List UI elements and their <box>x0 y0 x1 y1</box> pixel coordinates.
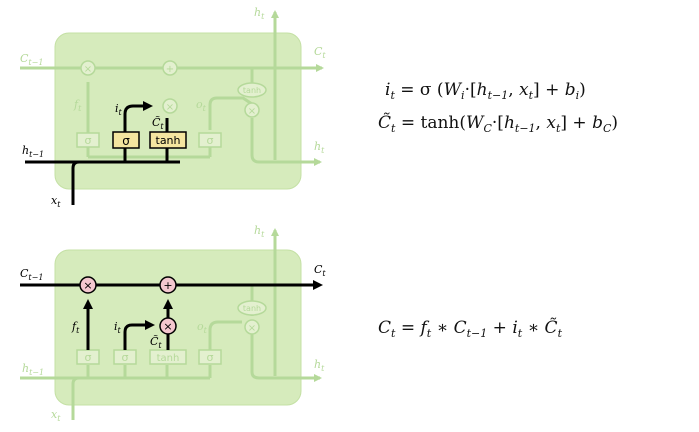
sigma-forget-label: σ <box>85 351 92 364</box>
label-x: xt <box>51 194 61 209</box>
multiply-output-op <box>244 102 260 118</box>
label-c-prev: Ct−1 <box>20 52 43 67</box>
tanh-output-label: tanh <box>243 86 261 95</box>
tanh-output-op <box>237 300 267 316</box>
label-f: ft <box>73 98 82 113</box>
tanh-output-op <box>237 82 267 98</box>
ops-faded: tanh × <box>237 300 267 335</box>
gate-input-faded: σ <box>113 349 137 365</box>
gate-output-faded: σ <box>198 132 222 148</box>
label-c-out: Ct <box>314 45 326 60</box>
multiply-forget-label: × <box>83 279 92 292</box>
label-ctilde: C̃t <box>150 335 162 350</box>
sigma-forget-label: σ <box>85 134 92 147</box>
cell-box <box>54 249 302 406</box>
lstm-cell-bottom: σ σ tanh σ tanh × <box>20 224 326 423</box>
tanh-candidate-label: tanh <box>156 134 181 147</box>
multiply-input-op <box>162 98 178 114</box>
sigma-output-label: σ <box>207 351 214 364</box>
multiply-input-op <box>159 317 177 335</box>
multiply-output-label: × <box>248 106 256 117</box>
label-o: ot <box>196 98 207 113</box>
sigma-output-label: σ <box>207 134 214 147</box>
active-paths <box>25 101 180 205</box>
label-c-prev: Ct−1 <box>20 267 43 282</box>
equation-cell-state: Ct = ft ∗ Ct−1 + it ∗ C̃t <box>378 318 562 340</box>
labels-bottom: Ct−1 Ct ht ht ht−1 xt ft it C̃t ot <box>20 224 326 423</box>
gate-forget-faded: σ <box>76 132 100 148</box>
add-op <box>159 276 177 294</box>
multiply-input-label: × <box>166 102 174 113</box>
multiply-forget-op <box>79 276 97 294</box>
label-i: it <box>114 320 122 335</box>
gate-forget-faded: σ <box>76 349 100 365</box>
label-ctilde: C̃t <box>152 116 164 131</box>
tanh-candidate-label: tanh <box>157 353 180 364</box>
label-h-right: ht <box>314 358 325 373</box>
add-label: + <box>163 279 172 292</box>
multiply-forget-op <box>80 60 96 76</box>
labels-top: Ct−1 Ct ht ht ht−1 xt ft it C̃t ot <box>20 6 326 209</box>
label-x: xt <box>51 408 61 423</box>
label-h-right: ht <box>314 140 325 155</box>
label-c-out: Ct <box>314 263 326 278</box>
gate-output-faded: σ <box>198 349 222 365</box>
label-h-top: ht <box>254 224 265 239</box>
label-h-top: ht <box>254 6 265 21</box>
gate-candidate-tanh: tanh <box>149 131 187 149</box>
equation-candidate: C̃t = tanh(WC·[ht−1, xt] + bC) <box>378 113 619 135</box>
gate-tanh-faded: tanh <box>149 349 187 365</box>
equation-input-gate: it = σ (Wi·[ht−1, xt] + bi) <box>385 80 586 102</box>
sigma-input-label: σ <box>122 351 129 364</box>
multiply-input-label: × <box>163 320 172 333</box>
multiply-output-label: × <box>248 323 256 334</box>
lstm-cell-top: σ σ × + × × tanh <box>20 6 326 209</box>
tanh-output-label: tanh <box>243 304 261 313</box>
add-op <box>162 60 178 76</box>
ops-active: × + × <box>79 276 177 335</box>
sigma-input-label: σ <box>122 134 130 148</box>
ops-faded: × + × × tanh <box>80 60 267 118</box>
label-f: ft <box>71 320 80 335</box>
label-o: ot <box>197 320 208 335</box>
label-h-prev: ht−1 <box>22 144 44 159</box>
label-i: it <box>115 102 123 117</box>
cell-box <box>54 32 302 190</box>
multiply-forget-label: × <box>84 64 92 75</box>
label-h-prev: ht−1 <box>22 362 44 377</box>
multiply-output-op <box>244 319 260 335</box>
add-label: + <box>166 64 174 75</box>
gate-input-sigma: σ <box>112 131 140 149</box>
